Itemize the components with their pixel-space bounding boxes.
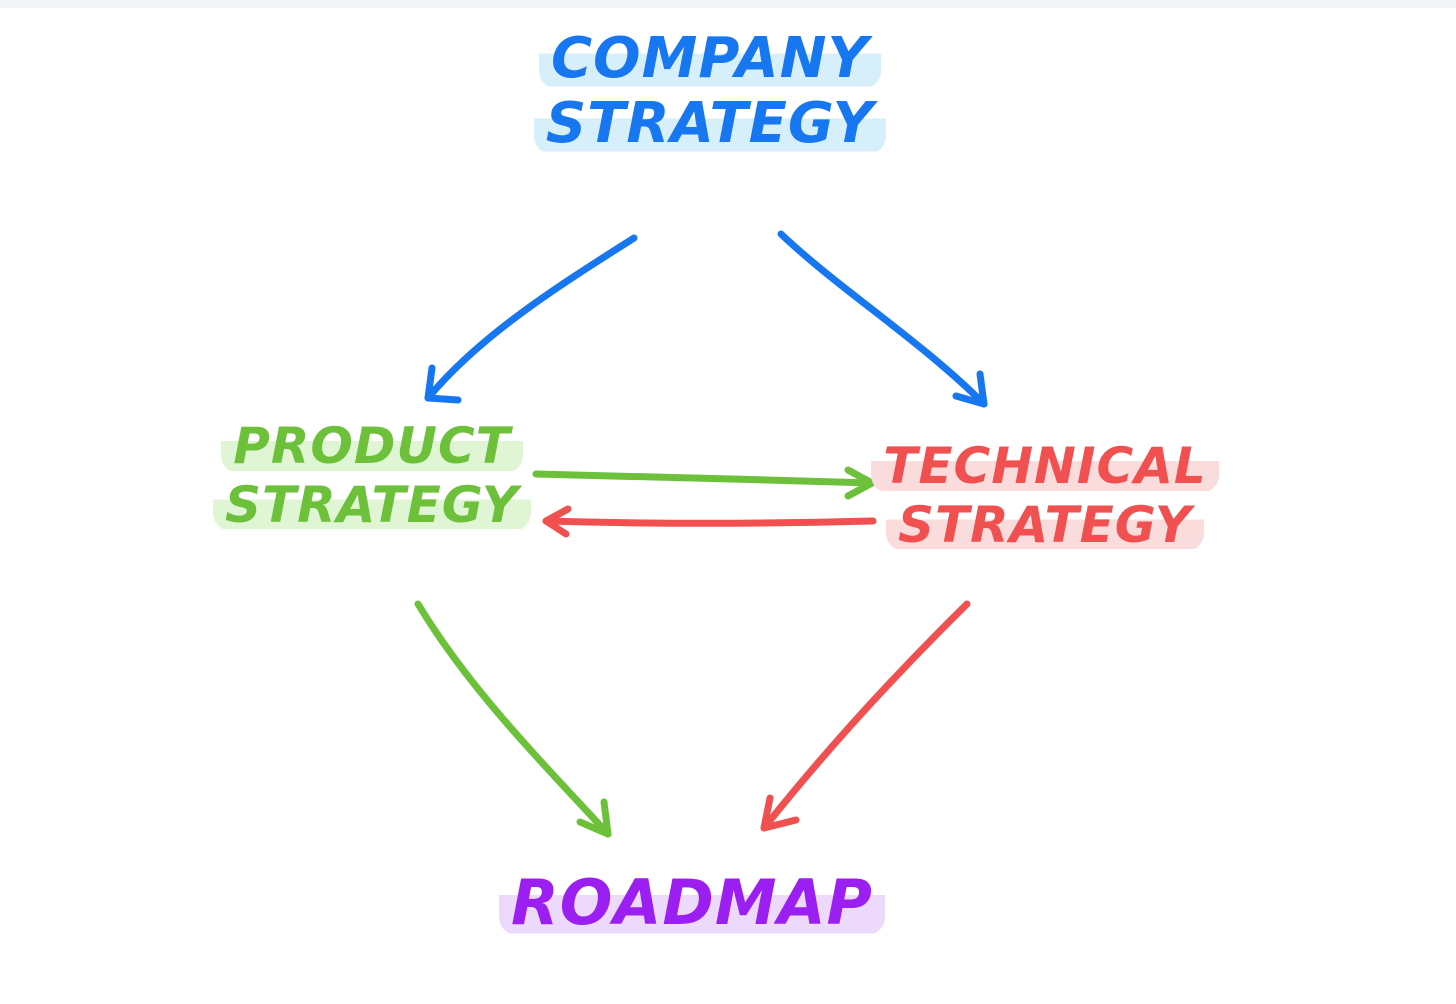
technical-strategy-label-line1: Technical [871, 438, 1219, 493]
arrow-company-to-technical [777, 230, 988, 408]
arrow-technical-to-product [542, 505, 877, 538]
company-strategy-node: Company Strategy [533, 28, 887, 154]
roadmap-node: Roadmap [498, 868, 886, 935]
arrow-product-to-roadmap [414, 600, 612, 838]
product-strategy-label-line2: Strategy [213, 476, 532, 531]
roadmap-label: Roadmap [498, 868, 886, 935]
product-strategy-label-line1: Product [221, 418, 523, 473]
technical-strategy-label-line2: Strategy [886, 496, 1205, 551]
company-strategy-label-line2: Strategy [533, 92, 887, 154]
arrow-technical-to-roadmap [760, 600, 971, 832]
arrow-product-to-technical [532, 466, 876, 500]
top-border [0, 0, 1456, 8]
arrow-company-to-product [424, 234, 638, 404]
product-strategy-node: Product Strategy [213, 418, 532, 531]
company-strategy-label-line1: Company [538, 28, 882, 89]
technical-strategy-node: Technical Strategy [871, 438, 1219, 551]
